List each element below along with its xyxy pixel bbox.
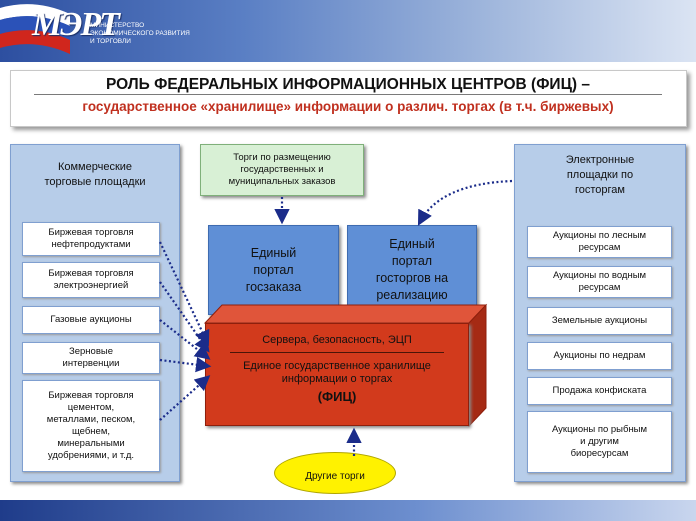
title-box <box>10 70 687 127</box>
left-item-gas: Газовые аукционы <box>22 306 160 334</box>
right-panel-title: Электронные площадки по госторгам <box>565 154 635 196</box>
fic-abbr: (ФИЦ) <box>317 389 357 404</box>
right-item-land: Земельные аукционы <box>527 307 672 335</box>
right-item-confiscate: Продажа конфиската <box>527 377 672 405</box>
flag-graphic <box>0 0 70 62</box>
footer-band <box>0 500 696 521</box>
center-divider <box>230 352 444 353</box>
title-line-2: государственное «хранилище» информации о… <box>82 99 614 114</box>
flag-icon <box>0 4 70 54</box>
left-panel-title: Коммерческие торговые площадки <box>44 161 146 188</box>
header-band <box>0 0 696 62</box>
fic-storage-block: Сервера, безопасность, ЭЦП Единое госуда… <box>205 323 469 426</box>
servers-label: Сервера, безопасность, ЭЦП <box>262 334 412 346</box>
title-line-1: РОЛЬ ФЕДЕРАЛЬНЫХ ИНФОРМАЦИОННЫХ ЦЕНТРОВ … <box>105 76 590 93</box>
logo: МЭРТ <box>32 6 120 43</box>
title-divider <box>34 94 662 95</box>
other-trades-ellipse: Другие торги <box>274 452 396 494</box>
ministry-label: МИНИСТЕРСТВО ЭКОНОМИЧЕСКОГО РАЗВИТИЯ И Т… <box>90 22 190 45</box>
right-item-subsoil: Аукционы по недрам <box>527 342 672 370</box>
